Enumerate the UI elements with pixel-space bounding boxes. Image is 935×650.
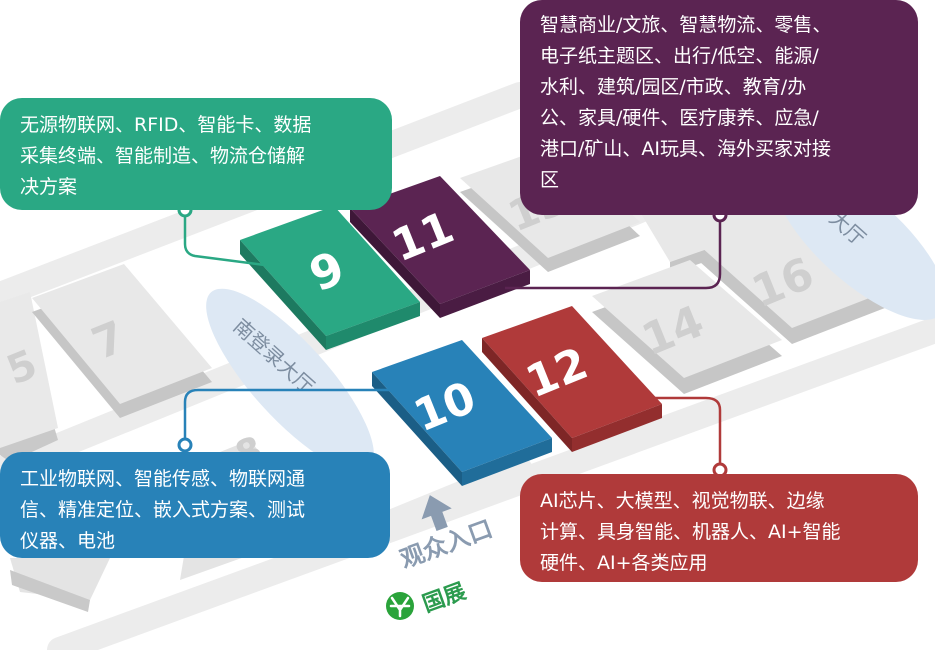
callout-line: 硬件、AI+各类应用 [540,552,708,574]
callout-line: 计算、具身智能、机器人、AI+智能 [540,521,841,543]
hall10-callout: 工业物联网、智能传感、物联网通 信、精准定位、嵌入式方案、测试 仪器、电池 [0,452,390,558]
hall12-callout: AI芯片、大模型、视觉物联、边缘 计算、具身智能、机器人、AI+智能 硬件、AI… [520,474,918,582]
callout-line: 无源物联网、RFID、智能卡、数据 [20,114,312,136]
callout-line: 采集终端、智能制造、物流仓储解 [20,145,306,167]
connector-hall10 [177,388,398,453]
hall-11[interactable]: 11 [350,176,530,318]
callout-line: 智慧商业/文旅、智慧物流、零售、 [540,14,832,36]
hall-9[interactable]: 9 [240,206,420,350]
callout-line: 港口/矿山、AI玩具、海外买家对接 [540,138,832,160]
hall11-callout: 智慧商业/文旅、智慧物流、零售、 电子纸主题区、出行/低空、能源/ 水利、建筑/… [520,0,918,215]
callout-line: AI芯片、大模型、视觉物联、边缘 [540,490,825,512]
callout-line: 水利、建筑/园区/市政、教育/办 [540,76,807,98]
callout-line: 决方案 [20,176,78,198]
hall-10[interactable]: 10 [372,340,552,486]
callout-line: 电子纸主题区、出行/低空、能源/ [540,45,819,67]
callout-line: 工业物联网、智能传感、物联网通 [20,468,306,490]
hall-12[interactable]: 12 [482,306,662,452]
hall-14[interactable]: 14 [592,260,782,394]
hall9-callout: 无源物联网、RFID、智能卡、数据 采集终端、智能制造、物流仓储解 决方案 [0,98,392,210]
callout-line: 区 [540,169,560,191]
up-arrow-icon [421,495,452,531]
hall-5[interactable]: 5 [0,292,58,462]
callout-line: 信、精准定位、嵌入式方案、测试 [20,499,306,521]
callout-line: 公、家具/硬件、医疗康养、应急/ [540,107,819,129]
callout-line: 仪器、电池 [20,530,116,552]
hall-16[interactable]: 16 [700,210,890,344]
hall-7[interactable]: 7 [32,264,212,418]
hall-bottom-left [10,558,110,612]
